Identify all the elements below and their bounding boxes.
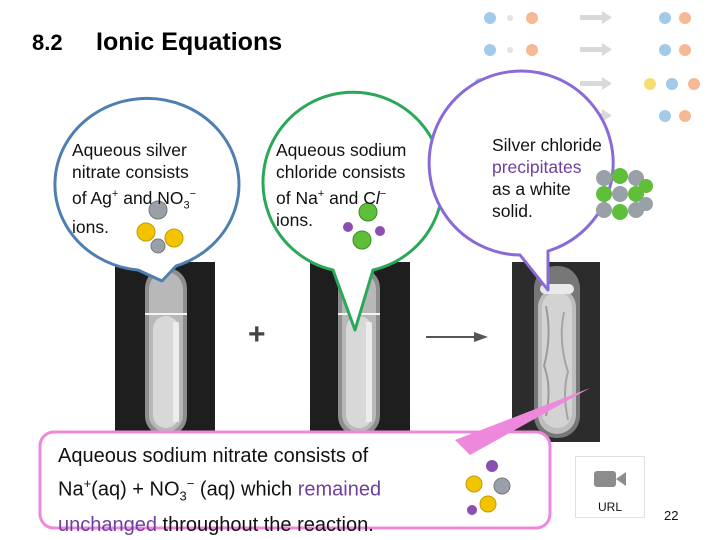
callout-fragment: throughout the reaction. (156, 513, 374, 536)
bubble-text-fragment: of Ag (72, 187, 112, 208)
charge-superscript: − (189, 188, 197, 200)
charge-superscript: + (111, 188, 119, 200)
formula-subscript: 3 (179, 488, 187, 504)
sodium-chloride-bubble-text: Aqueous sodium chloride consists of Na+ … (276, 139, 426, 231)
test-tube-sodium-chloride (310, 262, 410, 442)
section-number: 8.2 (32, 30, 63, 55)
charge-superscript: + (83, 476, 92, 491)
callout-line: unchanged throughout the reaction. (58, 511, 448, 539)
charge-superscript: − (379, 188, 387, 200)
bubble-line: ions. (72, 217, 109, 238)
bubble-line: nitrate consists (72, 162, 189, 182)
test-tube-silver-nitrate (115, 262, 215, 442)
callout-line: Na+(aq) + NO3− (aq) which remained (58, 470, 448, 511)
silver-nitrate-ions-illustration (136, 200, 184, 254)
bubble-text-fragment: of Na (276, 187, 318, 208)
callout-fragment: Na (58, 478, 84, 501)
bubble-line: as a white (492, 179, 571, 199)
bubble-line: Silver chloride (492, 135, 602, 155)
bubble-line: of Ag+ and NO3− (72, 183, 212, 216)
video-link-button[interactable] (575, 456, 645, 518)
callout-fragment: (aq) which (194, 478, 298, 501)
charge-superscript: + (317, 188, 325, 200)
reaction-arrow-icon (426, 332, 488, 342)
charge-superscript: − (186, 476, 195, 491)
video-camera-icon (594, 471, 626, 487)
bubble-line-highlight: precipitates (492, 157, 582, 177)
silver-nitrate-bubble-text: Aqueous silver nitrate consists of Ag+ a… (72, 139, 212, 238)
plus-sign: + (248, 318, 266, 351)
page-number: 22 (664, 508, 679, 523)
formula-subscript: 3 (183, 199, 190, 212)
url-label[interactable]: URL (598, 500, 623, 514)
sodium-nitrate-ions-illustration (465, 460, 511, 515)
bubble-line: solid. (492, 201, 533, 221)
sodium-nitrate-callout-text: Aqueous sodium nitrate consists of Na+(a… (58, 442, 448, 539)
callout-line: Aqueous sodium nitrate consists of (58, 445, 369, 467)
callout-fragment: (aq) + NO (91, 478, 180, 501)
bubble-line: Aqueous silver (72, 140, 187, 160)
bubble-text-fragment: and C (324, 187, 376, 208)
bubble-line: Aqueous sodium (276, 140, 407, 160)
bubble-line: ions. (276, 209, 313, 230)
silver-chloride-bubble-text: Silver chloride precipitates as a white … (492, 134, 632, 222)
callout-highlight: unchanged (58, 513, 157, 536)
callout-highlight: remained (297, 478, 382, 501)
page-title: Ionic Equations (96, 28, 283, 56)
bubble-line: of Na+ and Cl− (276, 183, 426, 209)
bubble-text-fragment: l (375, 187, 380, 208)
bubble-text-fragment: and NO (118, 187, 184, 208)
silver-chloride-lattice-illustration (596, 168, 653, 220)
bubble-line: chloride consists (276, 162, 406, 182)
sodium-chloride-ions-illustration (343, 202, 385, 250)
